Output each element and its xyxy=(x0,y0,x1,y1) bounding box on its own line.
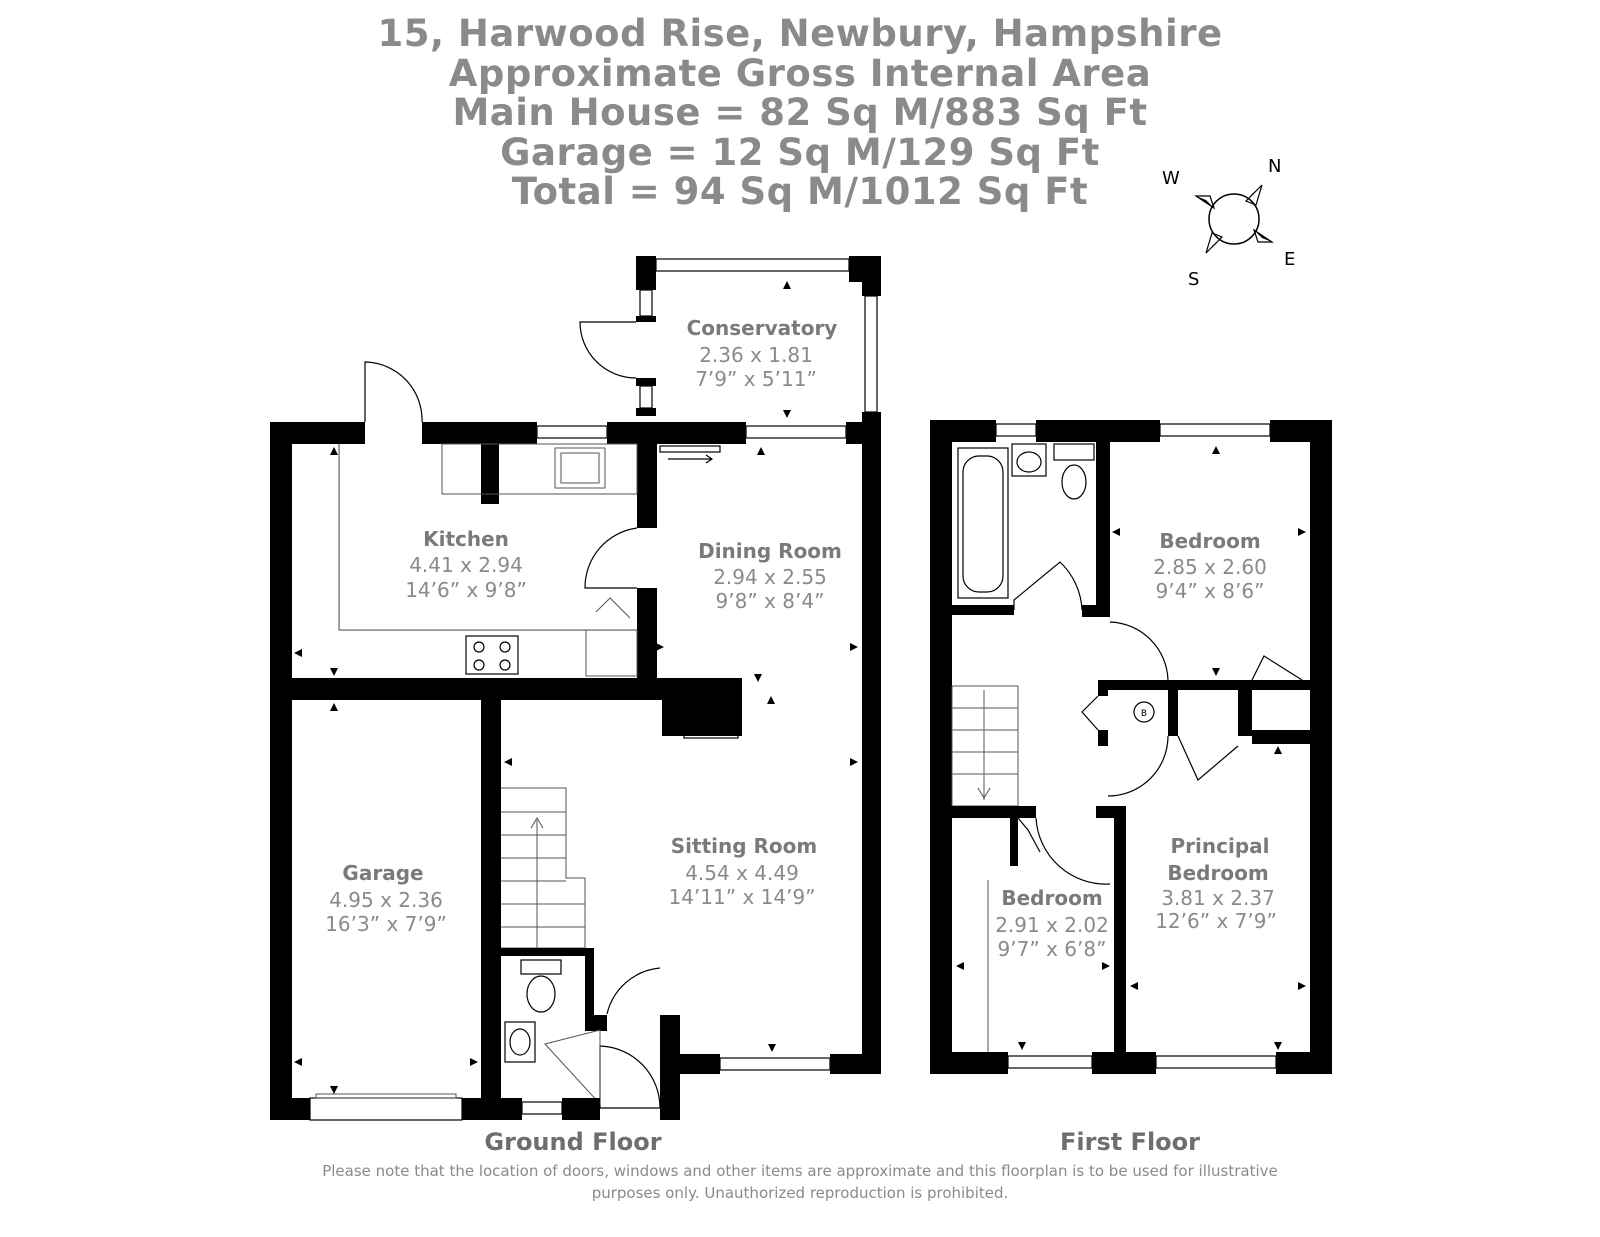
kitchen-name: Kitchen xyxy=(423,527,509,551)
kitchen-metric: 4.41 x 2.94 xyxy=(409,553,523,577)
compass-s: S xyxy=(1188,269,1199,290)
hob-icon xyxy=(465,635,519,675)
compass-w: W xyxy=(1162,168,1180,189)
principal-name-1: Principal xyxy=(1171,834,1270,858)
compass-e: E xyxy=(1284,249,1295,270)
boiler-icon: B xyxy=(1133,701,1155,723)
bedroom1-name: Bedroom xyxy=(1159,529,1260,553)
garage-name: Garage xyxy=(342,861,423,885)
dining-name: Dining Room xyxy=(698,539,842,563)
basin-icon xyxy=(1011,443,1047,477)
disclaimer-line1: Please note that the location of doors, … xyxy=(322,1162,1278,1180)
sitting-imperial: 14’11” x 14’9” xyxy=(668,885,815,909)
basin-icon xyxy=(504,1021,536,1063)
area-title: Approximate Gross Internal Area xyxy=(448,52,1152,95)
compass-n: N xyxy=(1268,156,1281,177)
bedroom2-imperial: 9’7” x 6’8” xyxy=(998,937,1107,961)
conservatory-metric: 2.36 x 1.81 xyxy=(699,343,813,367)
conservatory-name: Conservatory xyxy=(687,316,838,340)
toilet-icon xyxy=(1053,443,1095,500)
sitting-name: Sitting Room xyxy=(671,834,817,858)
bedroom2-metric: 2.91 x 2.02 xyxy=(995,913,1109,937)
principal-name-2: Bedroom xyxy=(1167,861,1268,885)
bath-icon xyxy=(957,447,1009,599)
conservatory-imperial: 7’9” x 5’11” xyxy=(695,367,817,391)
garage-imperial: 16’3” x 7’9” xyxy=(325,912,447,936)
bedroom1-imperial: 9’4” x 8’6” xyxy=(1156,579,1265,603)
kitchen-imperial: 14’6” x 9’8” xyxy=(405,578,527,602)
stairs-ground xyxy=(501,787,586,950)
dining-imperial: 9’8” x 8’4” xyxy=(716,589,825,613)
ground-floor-label: Ground Floor xyxy=(484,1128,661,1156)
principal-metric: 3.81 x 2.37 xyxy=(1161,886,1275,910)
sitting-metric: 4.54 x 4.49 xyxy=(685,861,799,885)
compass-icon: N E S W xyxy=(1162,156,1295,290)
principal-imperial: 12’6” x 7’9” xyxy=(1155,909,1277,933)
dining-metric: 2.94 x 2.55 xyxy=(713,565,827,589)
ground-floor-plan xyxy=(270,256,881,1121)
boiler-label: B xyxy=(1141,709,1147,719)
disclaimer-line2: purposes only. Unauthorized reproduction… xyxy=(591,1184,1009,1202)
bedroom2-name: Bedroom xyxy=(1001,886,1102,910)
toilet-icon xyxy=(520,959,562,1013)
total-area: Total = 94 Sq M/1012 Sq Ft xyxy=(511,170,1089,213)
first-floor-label: First Floor xyxy=(1060,1128,1200,1156)
address-title: 15, Harwood Rise, Newbury, Hampshire xyxy=(377,12,1223,55)
main-house-area: Main House = 82 Sq M/883 Sq Ft xyxy=(452,91,1148,134)
garage-metric: 4.95 x 2.36 xyxy=(329,888,443,912)
stairs-first xyxy=(951,685,1019,807)
bedroom1-metric: 2.85 x 2.60 xyxy=(1153,555,1267,579)
garage-area: Garage = 12 Sq M/129 Sq Ft xyxy=(500,131,1100,174)
first-floor-plan: B xyxy=(930,420,1332,1074)
